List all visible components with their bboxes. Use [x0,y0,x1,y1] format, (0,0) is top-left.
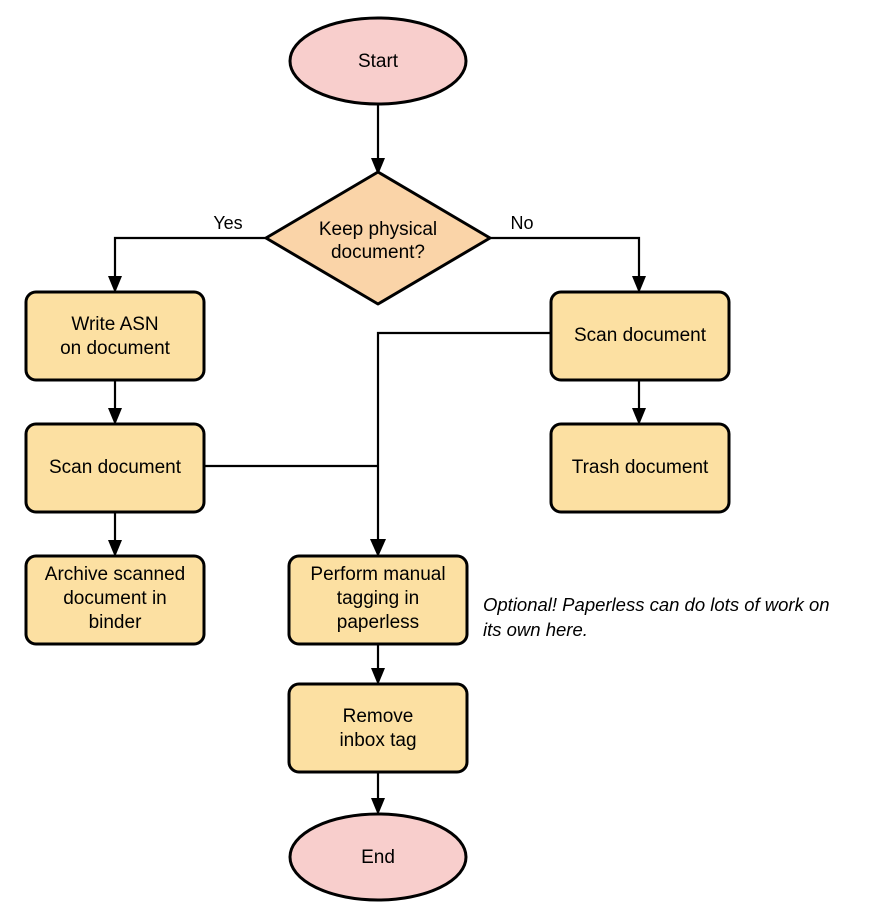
node-start[interactable]: Start [288,16,468,106]
annotation-line2: its own here. [483,619,588,640]
write-asn-box [24,290,206,382]
edge-label-no: No [510,213,533,233]
tagging-box [287,554,469,646]
node-archive-scanned-document[interactable]: Archive scanned document in binder [24,554,206,646]
edge-decision-no-to-scan-right [490,236,646,293]
annotation-optional-paperless: Optional! Paperless can do lots of work … [483,594,830,640]
node-scan-document-left[interactable]: Scan document [24,422,206,514]
decision-label-line2: document? [331,242,425,263]
edge-start-to-decision [371,105,385,175]
edge-decision-yes-to-write-asn [108,236,266,293]
node-trash-document[interactable]: Trash document [549,422,731,514]
edge-remove-tag-to-end [371,772,385,815]
tagging-label-line1: Perform manual [310,564,445,585]
trash-document-box [549,422,731,514]
edge-scan-right-to-trash [632,380,646,425]
decision-diamond [264,170,492,306]
archive-label-line3: binder [89,612,142,633]
archive-label-line1: Archive scanned [45,564,185,585]
scan-document-left-box [24,422,206,514]
scan-document-right-box [549,290,731,382]
trash-document-label: Trash document [572,457,709,478]
edge-label-yes: Yes [213,213,242,233]
remove-inbox-tag-label-line1: Remove [343,706,414,727]
remove-inbox-tag-box [287,682,469,774]
archive-label-line2: document in [63,588,167,609]
scan-document-left-label: Scan document [49,457,182,478]
edge-write-asn-to-scan-left [108,380,122,425]
edges-layer [108,105,646,815]
end-ellipse [288,812,468,902]
node-scan-document-right[interactable]: Scan document [549,290,731,382]
tagging-label-line3: paperless [337,612,419,633]
start-label: Start [358,51,399,72]
edge-scan-right-to-tagging [370,331,551,557]
scan-document-right-label: Scan document [574,325,707,346]
archive-box [24,554,206,646]
node-remove-inbox-tag[interactable]: Remove inbox tag [287,682,469,774]
write-asn-label-line2: on document [60,338,171,359]
write-asn-label-line1: Write ASN [71,314,158,335]
edge-scan-left-to-archive [108,512,122,557]
end-label: End [361,847,395,868]
remove-inbox-tag-label-line2: inbox tag [339,730,416,751]
decision-label-line1: Keep physical [319,219,437,240]
start-ellipse [288,16,468,106]
node-write-asn[interactable]: Write ASN on document [24,290,206,382]
node-end[interactable]: End [288,812,468,902]
node-perform-manual-tagging[interactable]: Perform manual tagging in paperless [287,554,469,646]
annotation-line1: Optional! Paperless can do lots of work … [483,594,830,615]
tagging-label-line2: tagging in [337,588,419,609]
node-decision-keep-physical-document[interactable]: Keep physical document? [264,170,492,306]
edge-tagging-to-remove-tag [371,644,385,685]
